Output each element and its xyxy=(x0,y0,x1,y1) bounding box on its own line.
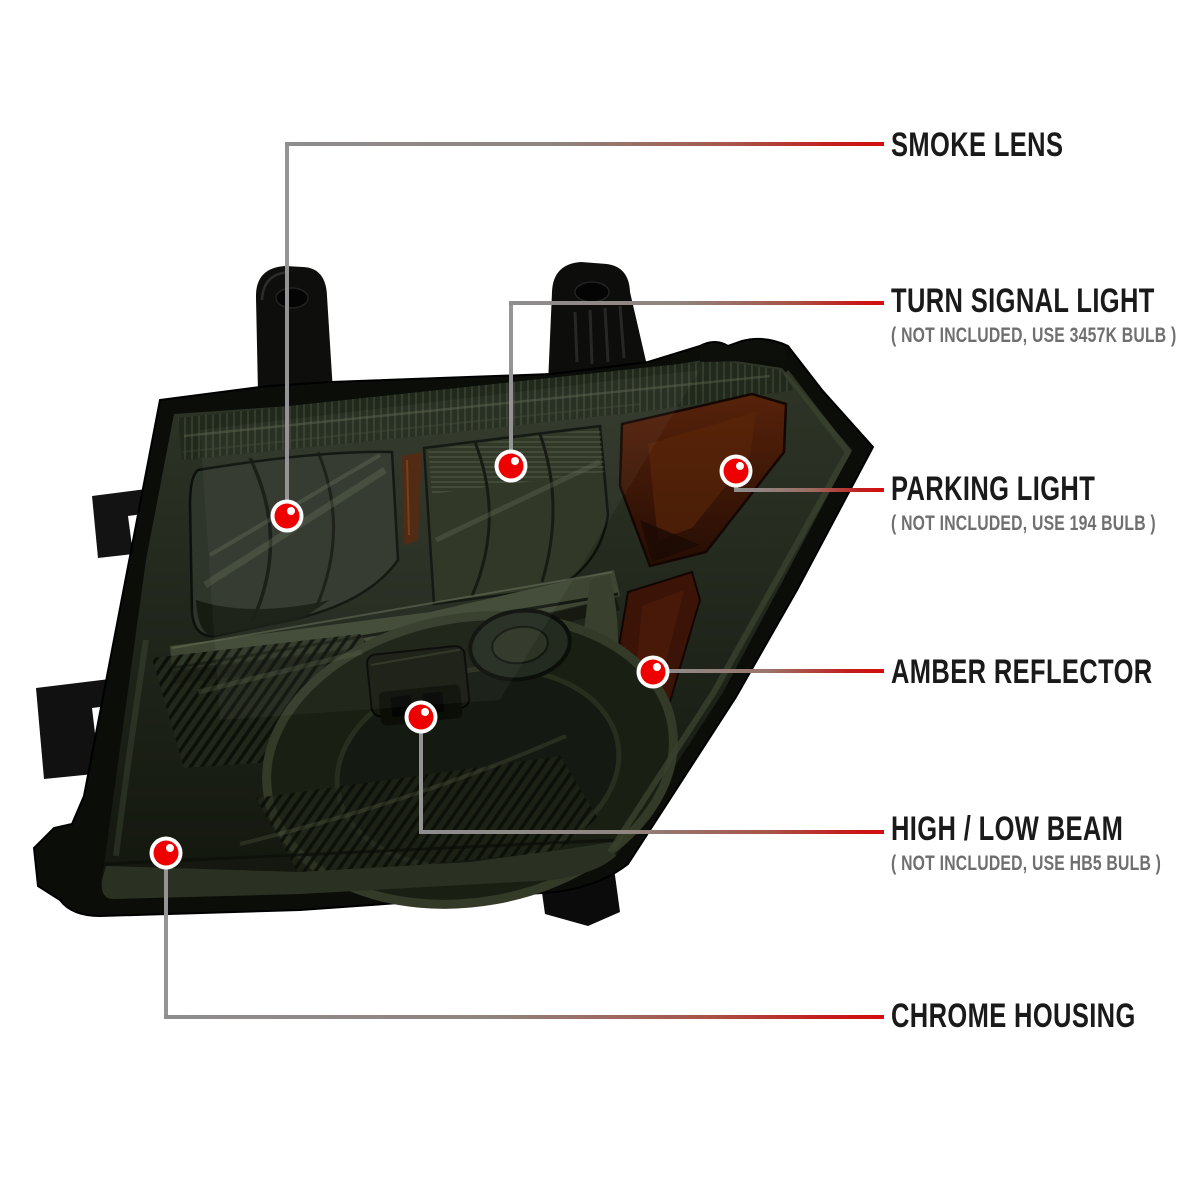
leader-line-smoke-lens xyxy=(285,142,884,516)
callout-dot-high-low-beam xyxy=(404,700,438,734)
callout-dot-turn-signal xyxy=(494,449,528,483)
leader-line-high-low-beam xyxy=(419,717,884,834)
callout-title: SMOKE LENS xyxy=(891,126,1064,164)
callout-title: PARKING LIGHT xyxy=(891,470,1096,508)
callout-dot-amber-reflector xyxy=(636,655,670,689)
low-beam-area xyxy=(113,608,678,909)
callout-dot-smoke-lens xyxy=(270,499,304,533)
callout-high-low-beam: HIGH / LOW BEAM ( NOT INCLUDED, USE HB5 … xyxy=(891,812,1200,874)
headlight-image xyxy=(32,262,875,926)
upper-amber-section xyxy=(618,392,788,568)
callout-dots xyxy=(149,449,753,870)
callout-parking-light: PARKING LIGHT ( NOT INCLUDED, USE 194 BU… xyxy=(891,472,1200,534)
bottom-rim xyxy=(101,842,616,899)
callout-dot-chrome-housing xyxy=(149,836,183,870)
callout-dot-parking-light xyxy=(719,454,753,488)
callout-note: ( NOT INCLUDED, USE 194 BULB ) xyxy=(891,512,1156,535)
callout-note: ( NOT INCLUDED, USE HB5 BULB ) xyxy=(891,852,1162,875)
callout-amber-reflector: AMBER REFLECTOR xyxy=(891,655,1200,696)
callout-title: HIGH / LOW BEAM xyxy=(891,810,1124,848)
callout-title: AMBER REFLECTOR xyxy=(891,653,1153,691)
callout-title: TURN SIGNAL LIGHT xyxy=(891,282,1155,320)
leader-line-turn-signal xyxy=(509,301,884,466)
callout-smoke-lens: SMOKE LENS xyxy=(891,128,1121,169)
callout-chrome-housing: CHROME HOUSING xyxy=(891,999,1200,1040)
callout-note: ( NOT INCLUDED, USE 3457K BULB ) xyxy=(891,324,1177,347)
smoke-lens-segment xyxy=(188,450,400,638)
leader-line-chrome-housing xyxy=(164,853,884,1019)
callout-turn-signal-light: TURN SIGNAL LIGHT ( NOT INCLUDED, USE 34… xyxy=(891,284,1200,346)
mounting-tab-left xyxy=(255,266,333,392)
callout-title: CHROME HOUSING xyxy=(891,997,1136,1035)
